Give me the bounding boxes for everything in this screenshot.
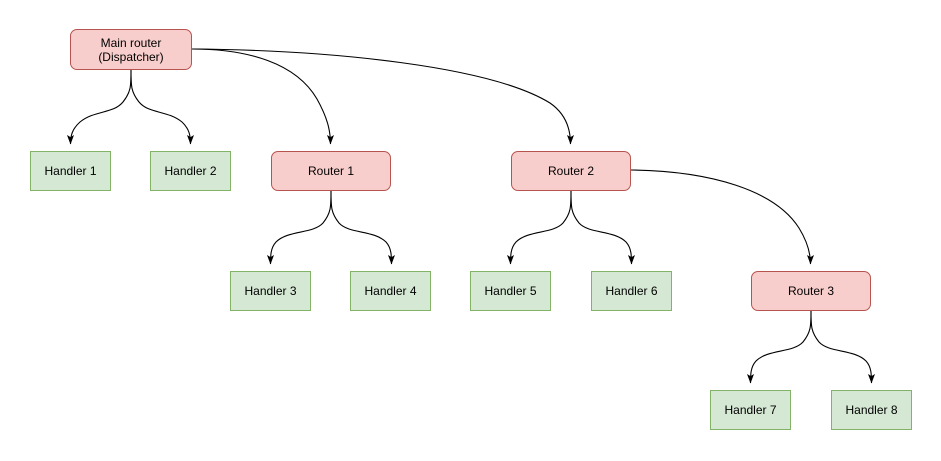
node-handler-4[interactable]: Handler 4	[350, 271, 431, 311]
node-handler-3[interactable]: Handler 3	[230, 271, 311, 311]
node-handler-8[interactable]: Handler 8	[831, 390, 912, 430]
node-handler-2[interactable]: Handler 2	[150, 151, 231, 191]
node-handler-7[interactable]: Handler 7	[710, 390, 791, 430]
node-label: Handler 4	[364, 284, 417, 298]
node-main-router[interactable]: Main router (Dispatcher)	[70, 29, 192, 70]
edge-main-router-to-router-2	[191, 48, 575, 145]
edge-main-router-to-router-1	[191, 48, 335, 145]
node-label: Handler 8	[845, 403, 898, 417]
node-label: Handler 6	[605, 284, 658, 298]
edge-main-router-to-handler-2	[130, 69, 195, 145]
edge-router-2-to-handler-6	[570, 190, 636, 265]
node-router-2[interactable]: Router 2	[511, 151, 631, 191]
node-router-1[interactable]: Router 1	[271, 151, 391, 191]
edge-router-1-to-handler-4	[330, 190, 396, 265]
node-label: Router 3	[787, 284, 835, 298]
node-label: Handler 7	[724, 403, 777, 417]
node-label: Main router (Dispatcher)	[98, 35, 164, 64]
edge-router-3-to-handler-7	[746, 310, 812, 384]
node-label: Handler 5	[484, 284, 537, 298]
node-handler-1[interactable]: Handler 1	[30, 151, 111, 191]
edge-router-1-to-handler-3	[266, 190, 332, 265]
node-router-3[interactable]: Router 3	[751, 271, 871, 311]
node-handler-6[interactable]: Handler 6	[591, 271, 672, 311]
node-label: Router 2	[547, 164, 595, 178]
node-label: Handler 1	[44, 164, 97, 178]
node-label: Handler 3	[244, 284, 297, 298]
edge-router-2-to-router-3	[630, 169, 815, 265]
edge-main-router-to-handler-1	[66, 69, 132, 145]
node-handler-5[interactable]: Handler 5	[470, 271, 551, 311]
edge-router-3-to-handler-8	[810, 310, 876, 384]
node-label: Router 1	[307, 164, 355, 178]
node-label: Handler 2	[164, 164, 217, 178]
edge-router-2-to-handler-5	[506, 190, 572, 265]
